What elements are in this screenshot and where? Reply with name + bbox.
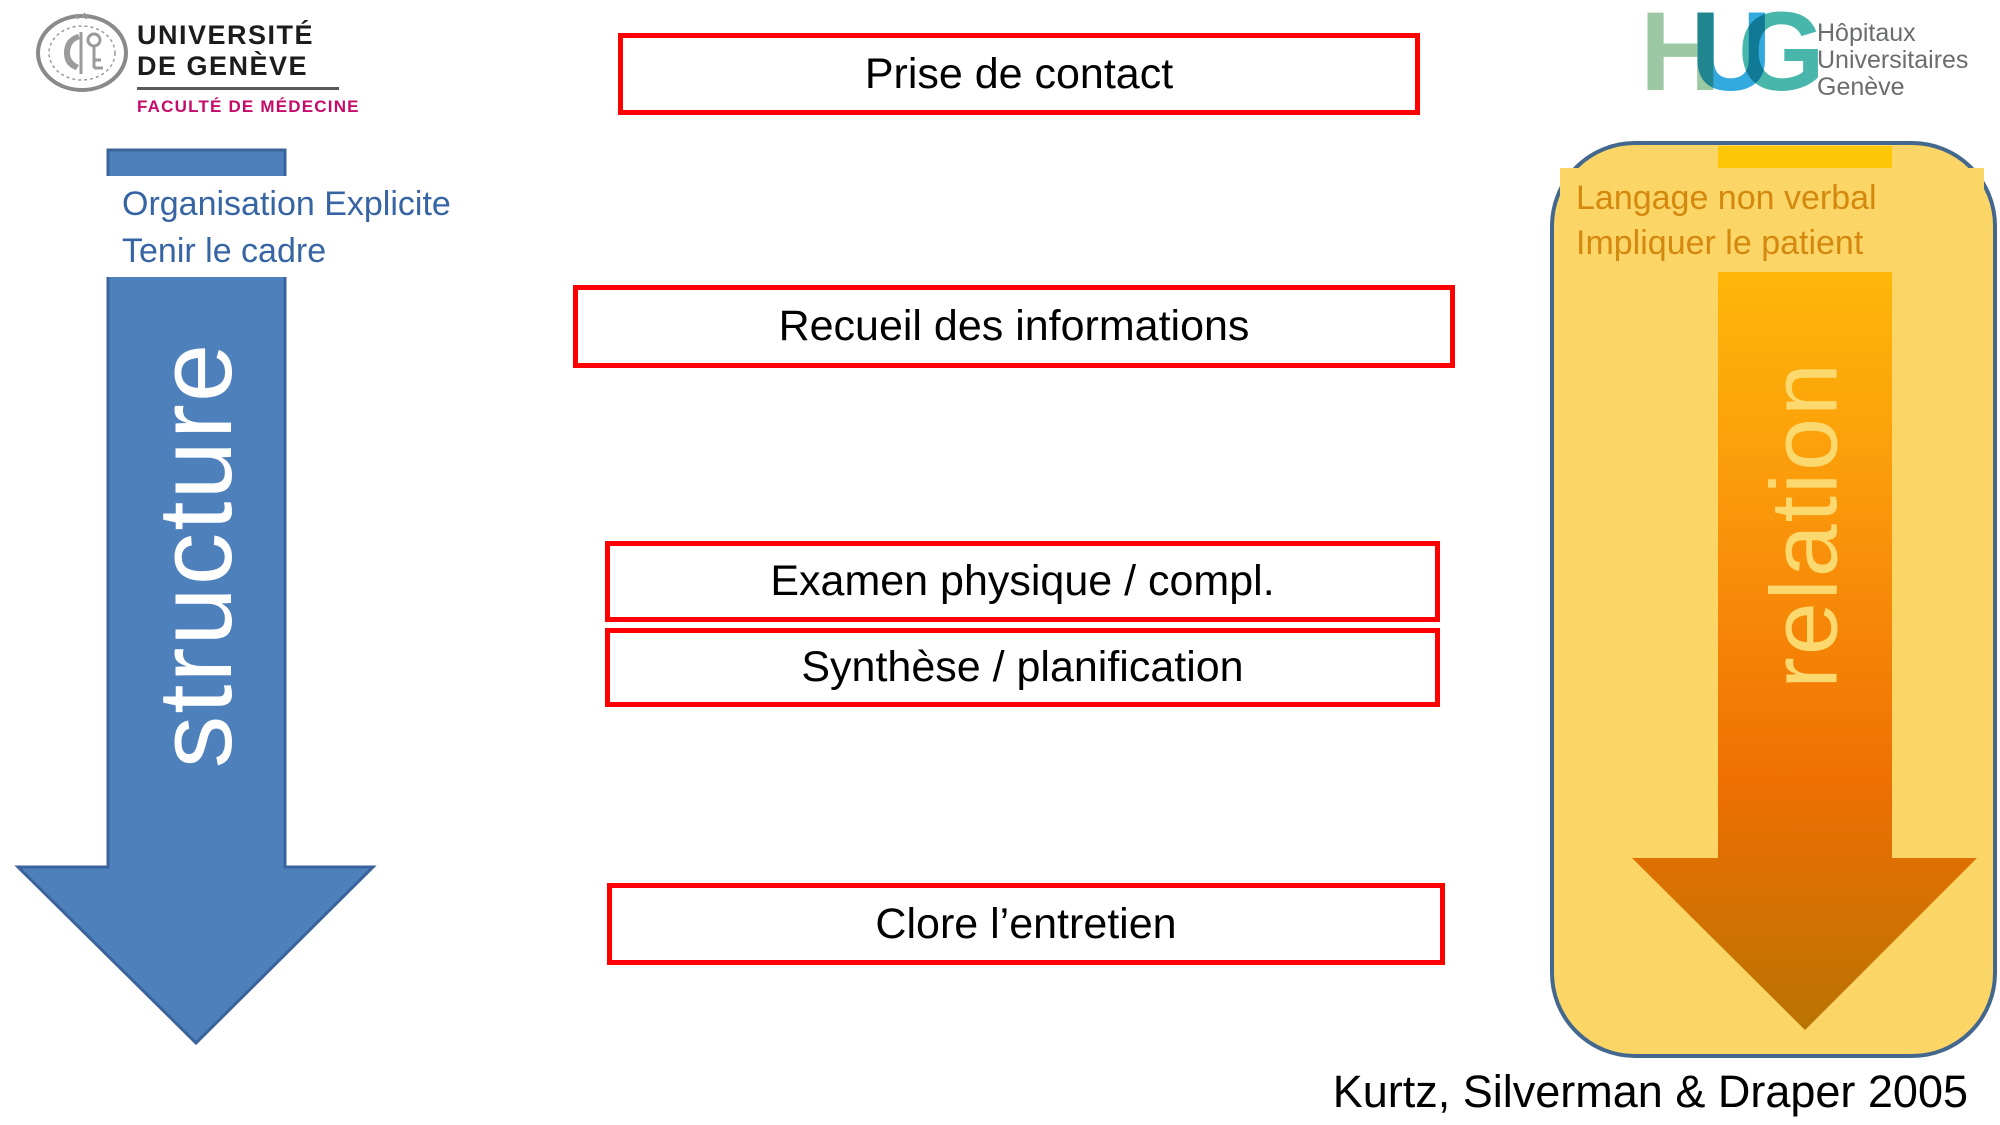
hug-letter-u: U xyxy=(1690,0,1772,114)
hug-letter-g: G xyxy=(1737,0,1825,114)
hug-name-line2: Universitaires xyxy=(1817,46,1969,74)
hug-name-line3: Genève xyxy=(1817,73,1905,101)
relation-arrow-label: relation xyxy=(1751,361,1858,689)
hug-letter-h: H xyxy=(1640,0,1721,114)
stage-box-examen-physique: Examen physique / compl. xyxy=(605,541,1440,622)
structure-arrow-label: structure xyxy=(137,341,254,769)
structure-note-1: Organisation Explicite xyxy=(122,185,451,223)
stage-box-synthese-planification: Synthèse / planification xyxy=(605,628,1440,707)
unige-wordmark: UNIVERSITÉ DE GENÈVE FACULTÉ DE MÉDECINE xyxy=(137,20,360,115)
hug-letters-icon: HUG xyxy=(1640,0,1825,113)
unige-divider xyxy=(137,87,339,90)
hug-name-line1: Hôpitaux xyxy=(1817,19,1916,47)
unige-seal-icon xyxy=(36,12,128,92)
structure-notes: Organisation Explicite Tenir le cadre xyxy=(86,176,490,277)
stage-box-clore-entretien: Clore l’entretien xyxy=(607,883,1445,965)
stage-box-prise-de-contact: Prise de contact xyxy=(618,33,1420,115)
unige-faculty-label: FACULTÉ DE MÉDECINE xyxy=(137,97,360,116)
unige-name-line2: DE GENÈVE xyxy=(137,51,309,81)
citation: Kurtz, Silverman & Draper 2005 xyxy=(1332,1066,1968,1117)
hug-name: Hôpitaux Universitaires Genève xyxy=(1817,20,1968,101)
relation-note-1: Langage non verbal xyxy=(1576,179,1877,217)
relation-notes: Langage non verbal Impliquer le patient xyxy=(1560,168,1984,272)
relation-note-2: Impliquer le patient xyxy=(1576,224,1864,262)
unige-name-line1: UNIVERSITÉ xyxy=(137,20,315,50)
structure-note-2: Tenir le cadre xyxy=(122,232,327,270)
stage-box-recueil-informations: Recueil des informations xyxy=(573,285,1455,368)
